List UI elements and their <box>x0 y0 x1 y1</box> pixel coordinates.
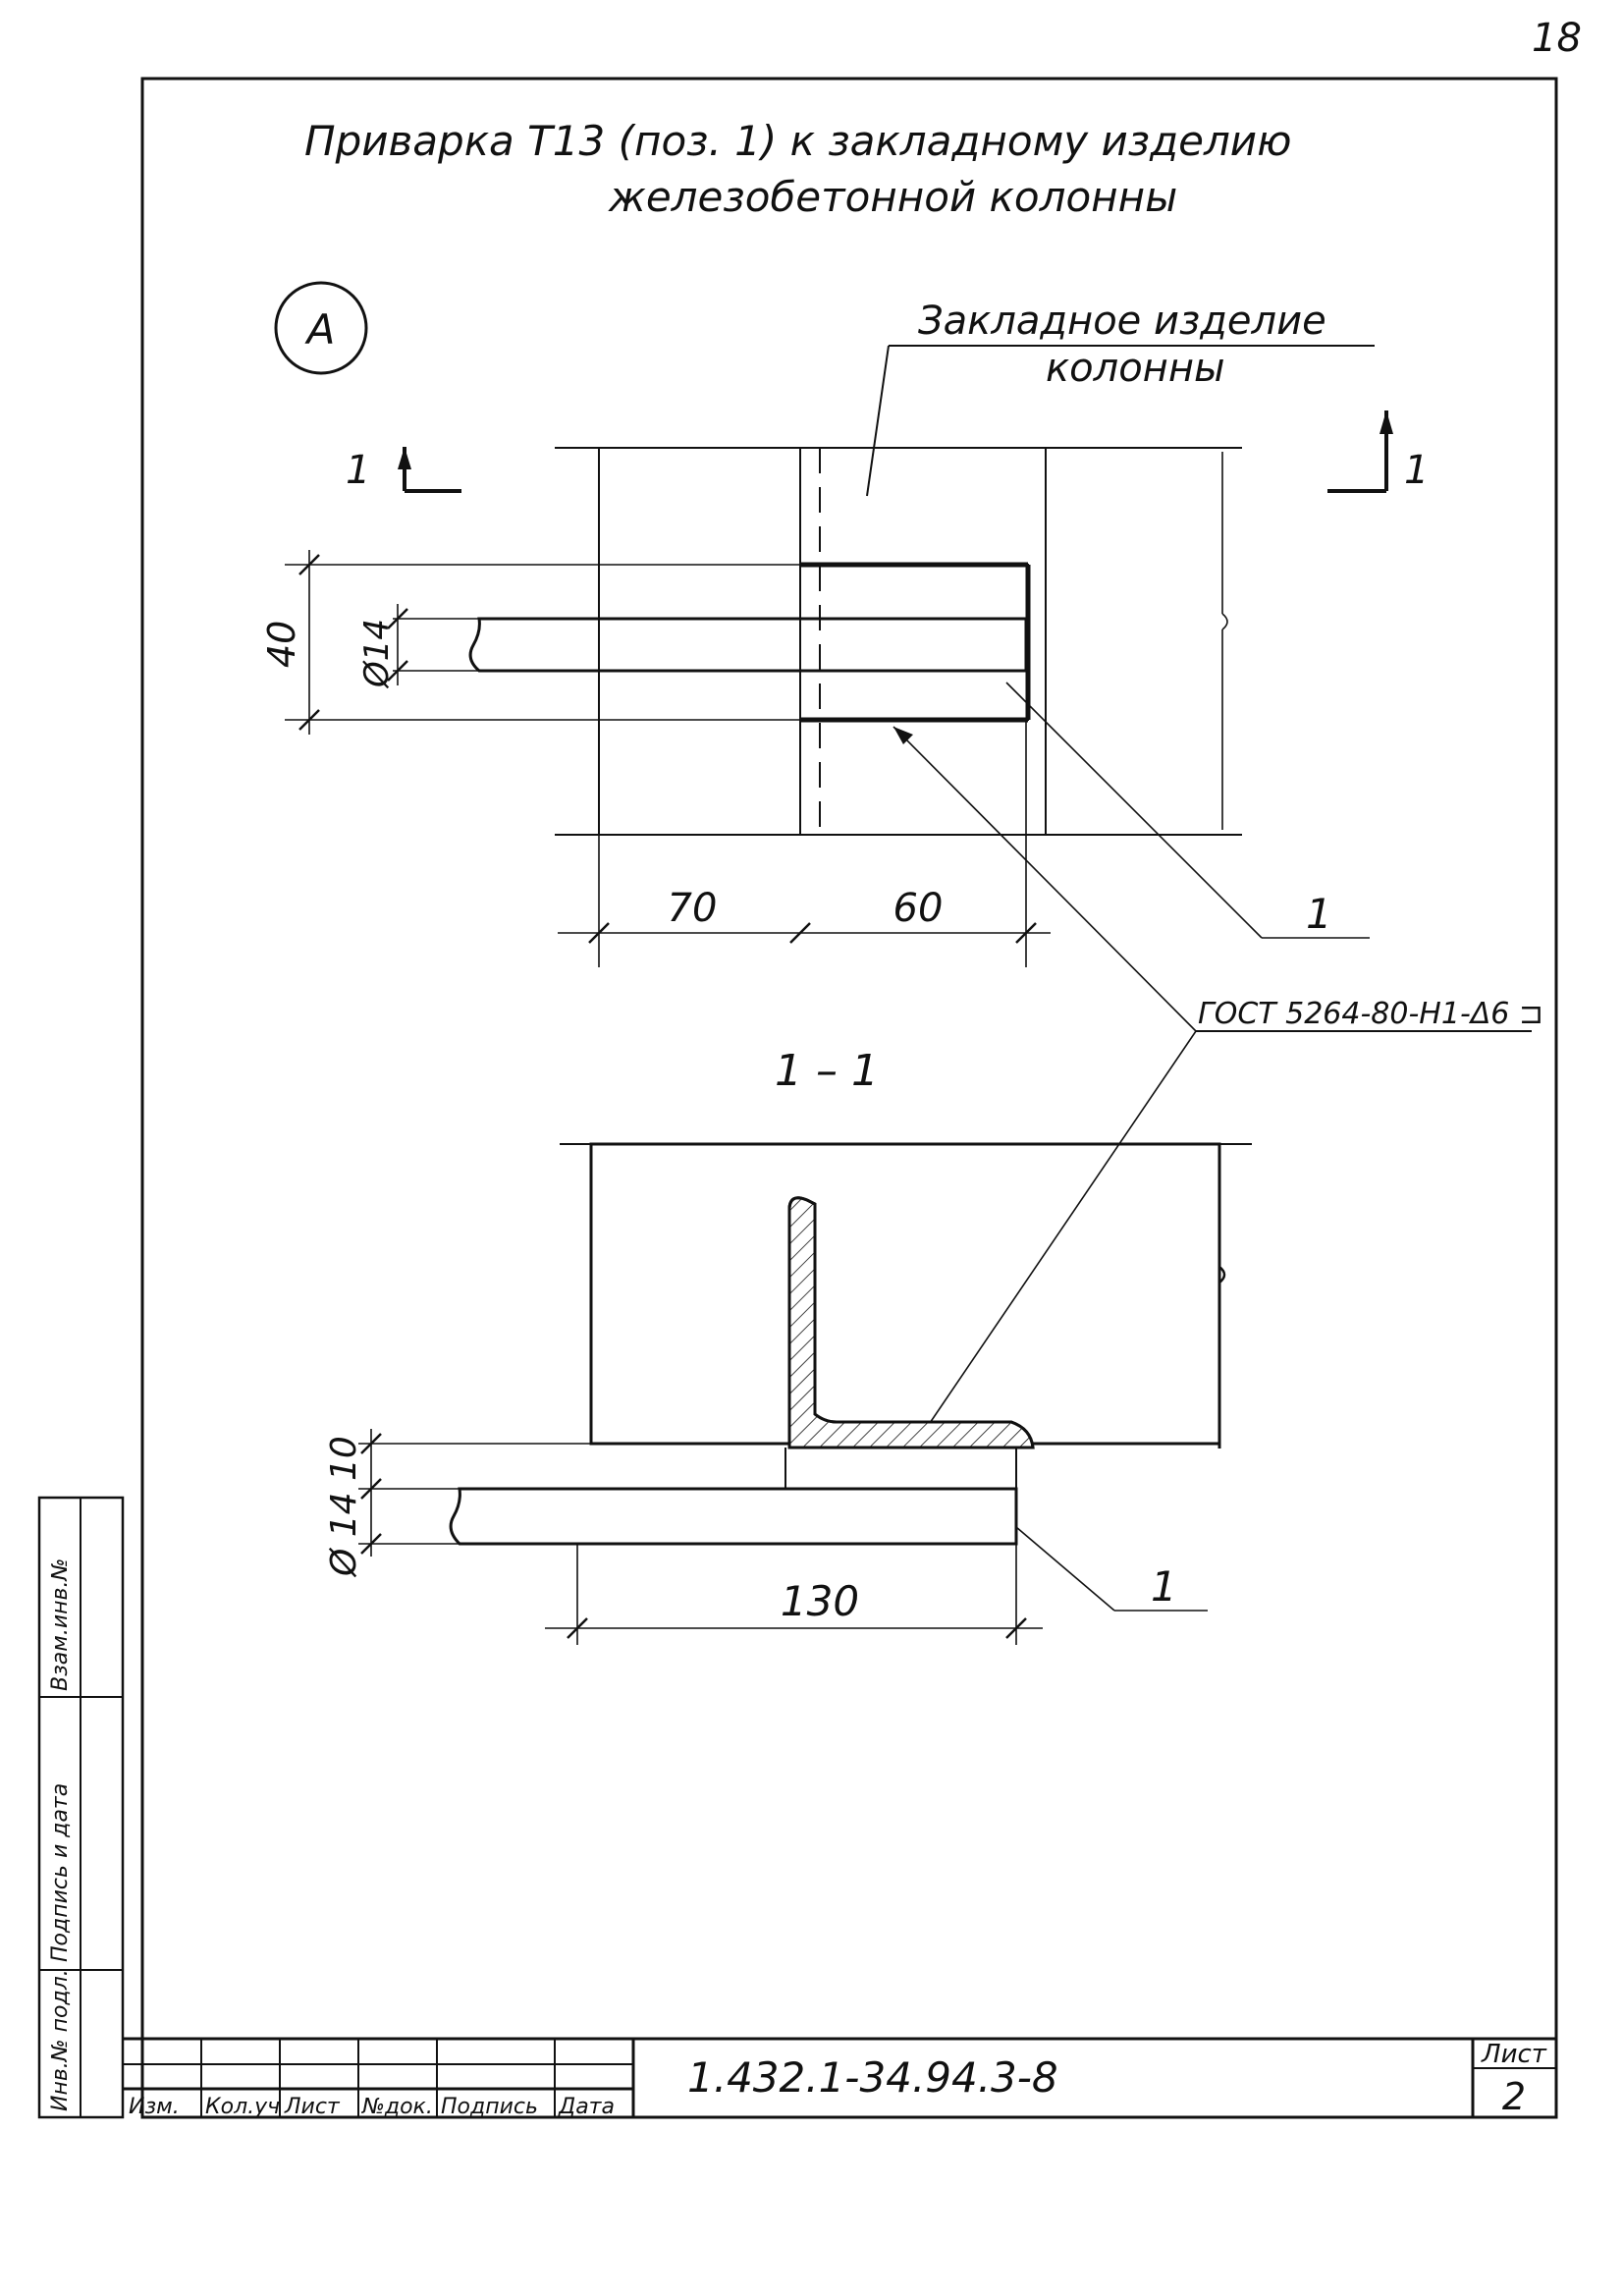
weld-leader-plan <box>893 726 1197 1032</box>
dim-diameter-14: Ø14 <box>357 619 397 689</box>
drawing-title-line2: железобетонной колонны <box>608 173 1177 221</box>
section-mark-left: 1 <box>346 447 461 493</box>
svg-text:1: 1 <box>1404 448 1429 493</box>
dim-70: 70 <box>668 886 718 931</box>
plan-dimensions: 40 Ø14 70 60 1 <box>260 550 1370 967</box>
tb-col-koluch: Кол.уч <box>205 2095 280 2119</box>
section-view: Ø 14 10 130 1 <box>324 1142 1252 1645</box>
page-number: 18 <box>1532 16 1582 61</box>
sheet-number: 2 <box>1502 2075 1526 2118</box>
embedded-item-label-line1: Закладное изделие <box>918 299 1326 344</box>
weld-standard-label: ГОСТ 5264-80-Н1-Δ6 ⊐ <box>1198 997 1543 1031</box>
tb-col-list: Лист <box>284 2095 341 2119</box>
section-title: 1 – 1 <box>775 1046 879 1096</box>
svg-text:1: 1 <box>346 448 370 493</box>
dim-height-40: 40 <box>260 621 303 668</box>
position-label-section: 1 <box>1151 1562 1177 1611</box>
weld-arrow-plan <box>893 727 913 744</box>
detail-mark-circle <box>274 281 368 375</box>
section-mark-right: 1 <box>1327 410 1429 493</box>
stamp-original-inv: Инв.№ подл. <box>48 1969 73 2111</box>
title-block: Изм. Кол.уч Лист №док. Подпись Дата 1.43… <box>123 2037 1556 2119</box>
tb-col-podpis: Подпись <box>441 2095 538 2119</box>
stamp-replacement-inv: Взам.инв.№ <box>48 1558 73 1691</box>
tb-col-ndok: №док. <box>361 2095 433 2119</box>
dim-stack-section: Ø 14 10 <box>324 1436 364 1578</box>
dim-130: 130 <box>781 1577 859 1625</box>
plan-view <box>468 447 1242 836</box>
drawing-title-line1: Приварка Т13 (поз. 1) к закладному издел… <box>304 117 1291 165</box>
tb-col-izm: Изм. <box>129 2095 180 2119</box>
tb-col-data: Дата <box>558 2095 615 2119</box>
detail-mark-letter: А <box>304 305 336 354</box>
side-stamp: Взам.инв.№ Подпись и дата Инв.№ подл. <box>37 1496 125 2119</box>
document-code: 1.432.1-34.94.3-8 <box>687 2053 1058 2102</box>
weld-leader-section <box>927 1030 1197 1427</box>
embedded-item-label-line2: колонны <box>1046 346 1225 391</box>
stamp-signature-date: Подпись и дата <box>48 1783 73 1962</box>
position-label-plan: 1 <box>1306 890 1332 938</box>
dim-60: 60 <box>893 886 944 931</box>
embedded-label-leader <box>866 345 890 497</box>
sheet-frame <box>140 77 1558 2119</box>
sheet-label: Лист <box>1481 2040 1547 2069</box>
